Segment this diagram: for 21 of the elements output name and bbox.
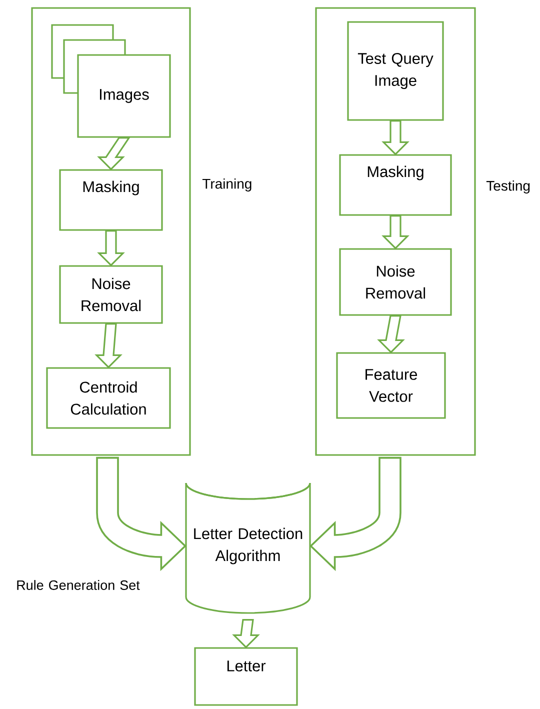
block-arrow [382,215,410,250]
panel-label: Testing [486,180,530,194]
block-arrow [232,619,260,648]
panel-label: Training [202,178,252,192]
block-arrow [377,315,405,354]
process-box: Noise Removal [339,248,452,316]
cylinder: Letter Detection Algorithm [185,482,311,614]
process-box: Letter [194,647,298,706]
note-label: Rule Generation Set [17,580,140,590]
curved-block-arrow [310,456,402,570]
curved-block-arrow [96,456,186,570]
block-arrow [382,120,410,156]
block-arrow [94,323,122,368]
process-box: Masking [59,169,163,231]
image-stack: Images [51,24,171,138]
process-box: Noise Removal [59,265,163,324]
process-box: Test Query Image [347,21,444,121]
process-box: Masking [339,154,452,216]
process-box: Feature Vector [336,352,446,419]
process-box: Centroid Calculation [46,367,171,429]
block-arrow [97,230,125,266]
